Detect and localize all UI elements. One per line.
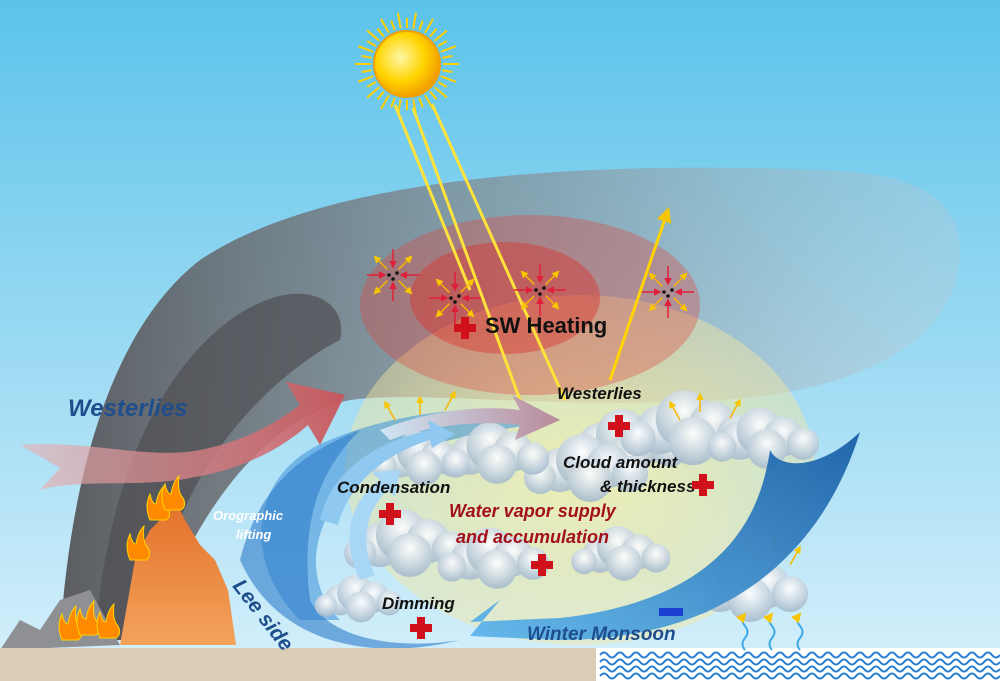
plus-icon	[379, 503, 401, 525]
orographic-label-line2: lifting	[236, 527, 272, 542]
winter-monsoon-label: Winter Monsoon	[527, 624, 676, 645]
plus-icon	[410, 617, 432, 639]
aerosol-particle-icon	[367, 249, 419, 301]
cloud-icon	[314, 574, 402, 623]
plus-icon	[531, 554, 553, 576]
westerlies-left-label: Westerlies	[68, 395, 188, 422]
condensation-label: Condensation	[337, 478, 451, 497]
plus-icon	[608, 415, 630, 437]
vapor-icon	[736, 612, 804, 651]
plus-icon	[692, 474, 714, 496]
cloud-icon	[437, 527, 550, 589]
winter-monsoon-arrow	[470, 432, 860, 640]
inner-loop-arrow	[349, 470, 400, 580]
cloud-icon	[707, 407, 820, 469]
aerosol-particles	[367, 249, 694, 324]
minus-icon	[659, 608, 683, 616]
mountain-icon	[120, 500, 236, 645]
ground	[0, 648, 600, 681]
westerlies-arrow-left	[20, 382, 345, 490]
sw-heating-label: SW Heating	[485, 313, 608, 338]
water-vapor-label-line1: Water vapor supply	[449, 501, 616, 521]
water-vapor-label-line2: and accumulation	[456, 527, 610, 547]
orographic-label-line1: Orographic	[213, 508, 284, 523]
aerosol-particle-icon	[514, 264, 566, 316]
cloud-icon	[344, 509, 468, 577]
fire-icon	[58, 474, 186, 641]
wave-icon	[599, 651, 1000, 680]
dimming-label: Dimming	[382, 594, 455, 613]
lee-side-flow	[240, 430, 460, 649]
heating-zone-outer	[360, 215, 700, 395]
cloud-amount-label-line1: Cloud amount	[563, 453, 678, 472]
sun-icon	[355, 12, 459, 116]
cloud-amount-label-line2: & thickness	[600, 477, 696, 496]
westerlies-top-label: Westerlies	[557, 384, 642, 403]
aerosol-particle-icon	[642, 266, 694, 318]
solar-beams	[393, 103, 672, 401]
haze-plume	[60, 167, 960, 640]
condensation-arrow	[320, 420, 455, 525]
westerlies-arrow-top	[380, 395, 560, 440]
plus-icon	[454, 317, 476, 339]
circulation-loop	[261, 409, 560, 620]
cloud-icon	[571, 526, 671, 581]
aerosol-particle-icon	[429, 272, 481, 324]
